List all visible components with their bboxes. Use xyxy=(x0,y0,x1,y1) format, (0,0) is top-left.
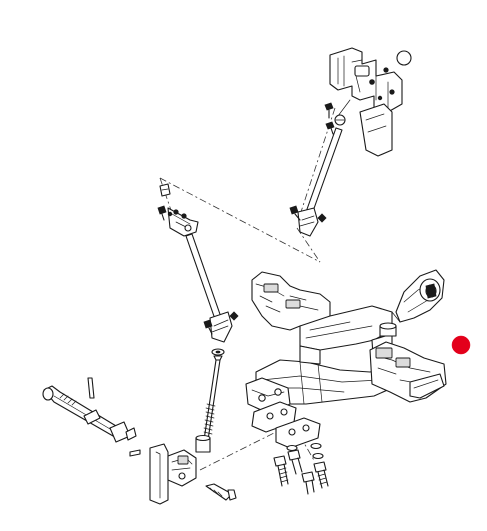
open-callout-marker xyxy=(396,50,412,66)
lower-shift-rod xyxy=(185,233,239,343)
bolt xyxy=(301,471,315,495)
bolt xyxy=(286,444,303,475)
spring-rod xyxy=(195,348,225,453)
bolt xyxy=(310,442,329,489)
upper-shift-rod xyxy=(289,127,343,237)
bolt xyxy=(273,455,289,487)
alignment-lines xyxy=(159,107,336,471)
highlight-callout-marker xyxy=(451,335,471,355)
upper-rod-end xyxy=(324,102,346,135)
crossmember-frame xyxy=(245,269,447,449)
lever-shaft-assembly xyxy=(42,377,237,505)
mounting-bolts xyxy=(273,442,329,495)
left-pivot-bracket xyxy=(157,183,199,237)
upper-mounting-bracket xyxy=(329,47,403,157)
